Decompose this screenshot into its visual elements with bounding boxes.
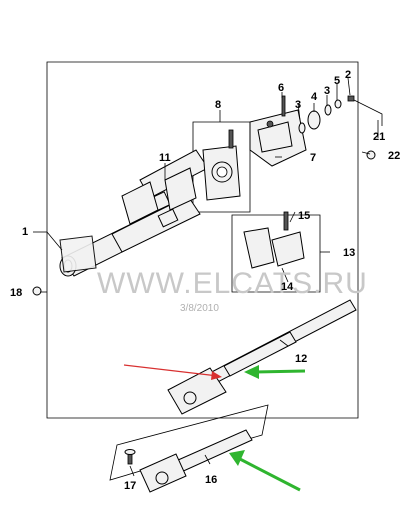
callout-15: 15	[298, 210, 310, 222]
callout-12: 12	[295, 353, 307, 365]
housing-part-7	[249, 109, 307, 167]
callout-14: 14	[281, 281, 294, 293]
red-arrow	[123, 364, 222, 380]
callout-13: 13	[343, 247, 355, 259]
callout-1: 1	[22, 226, 28, 238]
leader-lines	[33, 77, 379, 477]
callout-5: 5	[334, 75, 340, 87]
callout-17: 17	[124, 480, 136, 492]
callout-16: 16	[205, 474, 217, 486]
lower-shaft-frame	[109, 404, 269, 481]
small-parts-group	[281, 95, 383, 134]
callout-4: 4	[311, 91, 318, 103]
callout-18: 18	[10, 287, 22, 299]
callout-11: 11	[159, 152, 171, 164]
callout-2: 2	[345, 69, 351, 81]
bracket-part-11	[121, 167, 197, 225]
main-assembly-frame	[46, 61, 359, 419]
callout-21: 21	[373, 131, 385, 143]
callout-8: 8	[215, 99, 221, 111]
callout-6: 6	[278, 82, 284, 94]
callout-3b: 3	[324, 85, 330, 97]
callout-22: 22	[388, 150, 400, 162]
watermark-text: WWW.ELCATS.RU	[97, 267, 368, 300]
switch-part-14	[243, 211, 305, 269]
green-arrow-lower	[229, 450, 301, 492]
bolt-17	[124, 449, 136, 465]
column-tube	[59, 149, 209, 277]
callout-3a: 3	[295, 99, 301, 111]
callout-7: 7	[310, 152, 316, 164]
green-arrow-upper	[244, 365, 306, 379]
bracket-part-8	[202, 129, 241, 201]
intermediate-shaft-12	[167, 299, 357, 415]
nut-18	[32, 286, 42, 296]
date-stamp: 3/8/2010	[180, 303, 219, 314]
switch-box-13	[231, 214, 321, 293]
nut-22	[366, 150, 376, 160]
lower-shaft-16	[139, 429, 253, 493]
